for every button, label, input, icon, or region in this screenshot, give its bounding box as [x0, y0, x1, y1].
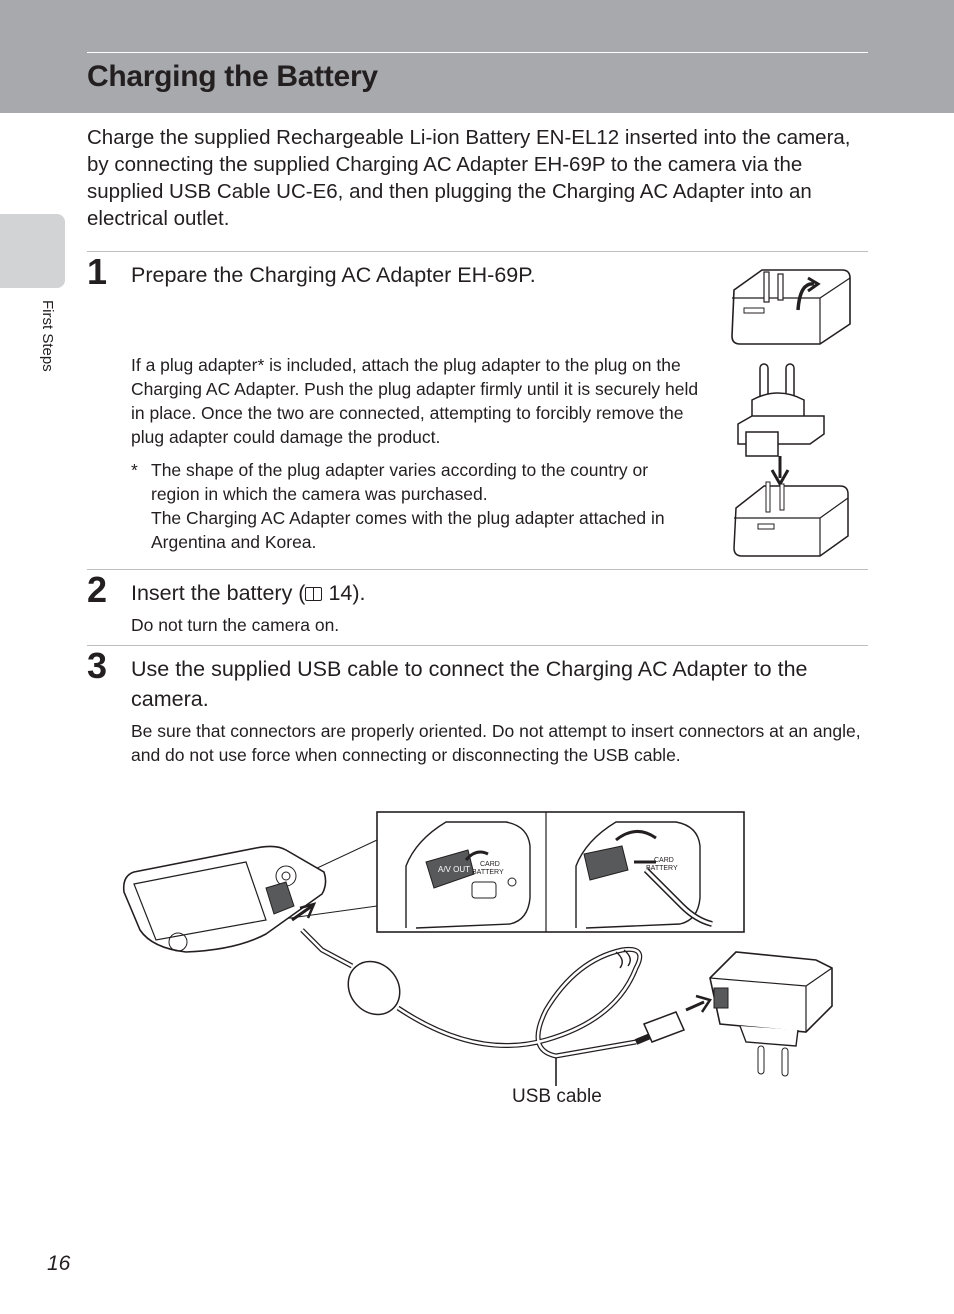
intro-paragraph: Charge the supplied Rechargeable Li-ion … — [87, 126, 851, 230]
card-label: CARD — [480, 861, 500, 868]
step-1-footnote: The shape of the plug adapter varies acc… — [151, 460, 649, 504]
step-2-heading-end: ). — [352, 581, 366, 605]
usb-cable-caption: USB cable — [512, 1086, 602, 1107]
page-reference-link[interactable]: 14 — [328, 581, 353, 605]
step-divider — [87, 251, 868, 252]
av-out-label: A/V OUT — [438, 865, 470, 874]
header-band — [0, 0, 954, 113]
step-2-number: 2 — [87, 569, 108, 610]
plug-adapter-assembly-illustration — [733, 363, 849, 557]
step-3-body: Be sure that connectors are properly ori… — [131, 721, 861, 765]
step-divider — [87, 645, 868, 646]
ac-adapter-illustration — [731, 269, 851, 345]
page-title: Charging the Battery — [87, 60, 378, 93]
step-1-footnote-2: The Charging AC Adapter comes with the p… — [151, 508, 665, 552]
section-tab — [0, 214, 65, 288]
footnote-marker: * — [131, 460, 138, 480]
header-rule — [87, 52, 868, 53]
section-tab-label: First Steps — [39, 300, 56, 372]
step-3-heading: Use the supplied USB cable to connect th… — [131, 657, 808, 711]
battery-label-2: BATTERY — [646, 865, 678, 872]
page-number: 16 — [47, 1252, 71, 1275]
card-label-2: CARD — [654, 857, 674, 864]
battery-label: BATTERY — [472, 869, 504, 876]
step-2-body: Do not turn the camera on. — [131, 615, 340, 635]
usb-connection-illustration: A/V OUT CARD BATTERY CARD BATTERY — [122, 811, 833, 1086]
step-3-number: 3 — [87, 645, 108, 686]
step-divider — [87, 569, 868, 570]
step-1-heading: Prepare the Charging AC Adapter EH-69P. — [131, 263, 536, 287]
step-2-heading: Insert the battery ( 14). — [131, 578, 366, 608]
step-2-heading-text: Insert the battery ( — [131, 581, 306, 605]
page-reference-icon — [305, 587, 323, 601]
step-1-body: If a plug adapter* is included, attach t… — [131, 355, 699, 447]
step-1-number: 1 — [87, 251, 108, 292]
